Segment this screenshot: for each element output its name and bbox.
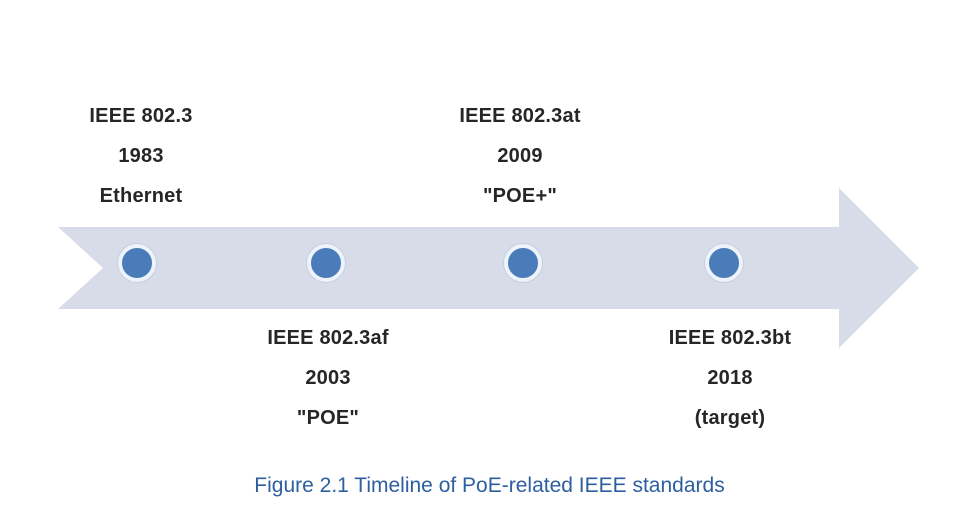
figure-caption: Figure 2.1 Timeline of PoE-related IEEE … (254, 474, 725, 497)
event-label-802-3bt: IEEE 802.3bt 2018 (target) (610, 318, 850, 438)
event-year: 2018 (707, 367, 753, 389)
event-standard: IEEE 802.3 (89, 105, 193, 127)
event-note: "POE+" (482, 185, 558, 207)
event-label-802-3at: IEEE 802.3at 2009 "POE+" (400, 96, 640, 216)
event-note: Ethernet (99, 185, 183, 207)
event-standard: IEEE 802.3at (459, 105, 581, 127)
event-year: 2009 (497, 145, 543, 167)
timeline-dot-1983 (118, 244, 156, 282)
timeline-dot-2009 (504, 244, 542, 282)
event-note: "POE" (296, 407, 360, 429)
event-label-802-3: IEEE 802.3 1983 Ethernet (21, 96, 261, 216)
timeline-dot-2003 (307, 244, 345, 282)
event-year: 2003 (305, 367, 351, 389)
event-label-802-3af: IEEE 802.3af 2003 "POE" (208, 318, 448, 438)
timeline-arrow-shape (58, 188, 919, 348)
event-note: (target) (694, 407, 766, 429)
event-standard: IEEE 802.3bt (668, 327, 792, 349)
timeline-dot-2018 (705, 244, 743, 282)
event-standard: IEEE 802.3af (267, 327, 389, 349)
event-year: 1983 (118, 145, 164, 167)
